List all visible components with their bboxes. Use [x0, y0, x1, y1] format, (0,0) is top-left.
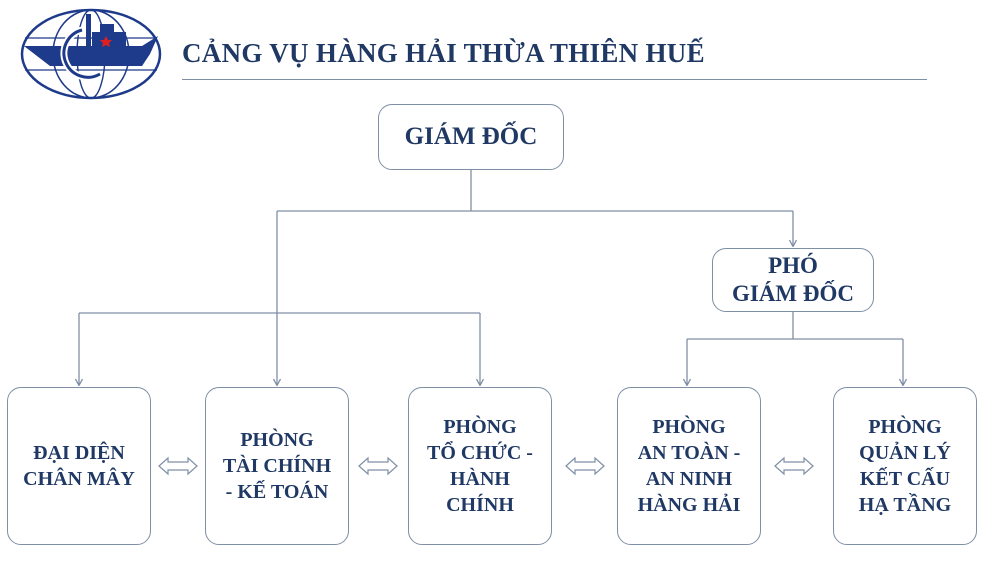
- organization-admin-box: PHÒNG TỔ CHỨC - HÀNH CHÍNH: [408, 387, 552, 545]
- infrastructure-management-box: PHÒNG QUẢN LÝ KẾT CẤU HẠ TẦNG: [833, 387, 977, 545]
- chan-may-representative-box: ĐẠI DIỆN CHÂN MÂY: [7, 387, 151, 545]
- deputy-director-label: PHÓ GIÁM ĐỐC: [731, 252, 855, 306]
- director-box: GIÁM ĐỐC: [378, 104, 564, 170]
- port-authority-logo-icon: [20, 8, 162, 100]
- page-title: CẢNG VỤ HÀNG HẢI THỪA THIÊN HUẾ: [182, 38, 705, 68]
- chan-may-representative-label: ĐẠI DIỆN CHÂN MÂY: [23, 442, 135, 490]
- infrastructure-management-label: PHÒNG QUẢN LÝ KẾT CẤU HẠ TẦNG: [858, 416, 952, 516]
- title-divider: [182, 79, 927, 80]
- double-arrow-icon: [358, 456, 398, 476]
- organization-admin-label: PHÒNG TỔ CHỨC - HÀNH CHÍNH: [427, 416, 533, 516]
- double-arrow-icon: [158, 456, 198, 476]
- deputy-director-box: PHÓ GIÁM ĐỐC: [712, 248, 874, 312]
- double-arrow-icon: [565, 456, 605, 476]
- director-label: GIÁM ĐỐC: [404, 122, 538, 150]
- maritime-safety-security-box: PHÒNG AN TOÀN - AN NINH HÀNG HẢI: [617, 387, 761, 545]
- finance-accounting-label: PHÒNG TÀI CHÍNH - KẾ TOÁN: [222, 429, 332, 503]
- double-arrow-icon: [774, 456, 814, 476]
- finance-accounting-box: PHÒNG TÀI CHÍNH - KẾ TOÁN: [205, 387, 349, 545]
- maritime-safety-security-label: PHÒNG AN TOÀN - AN NINH HÀNG HẢI: [637, 416, 741, 516]
